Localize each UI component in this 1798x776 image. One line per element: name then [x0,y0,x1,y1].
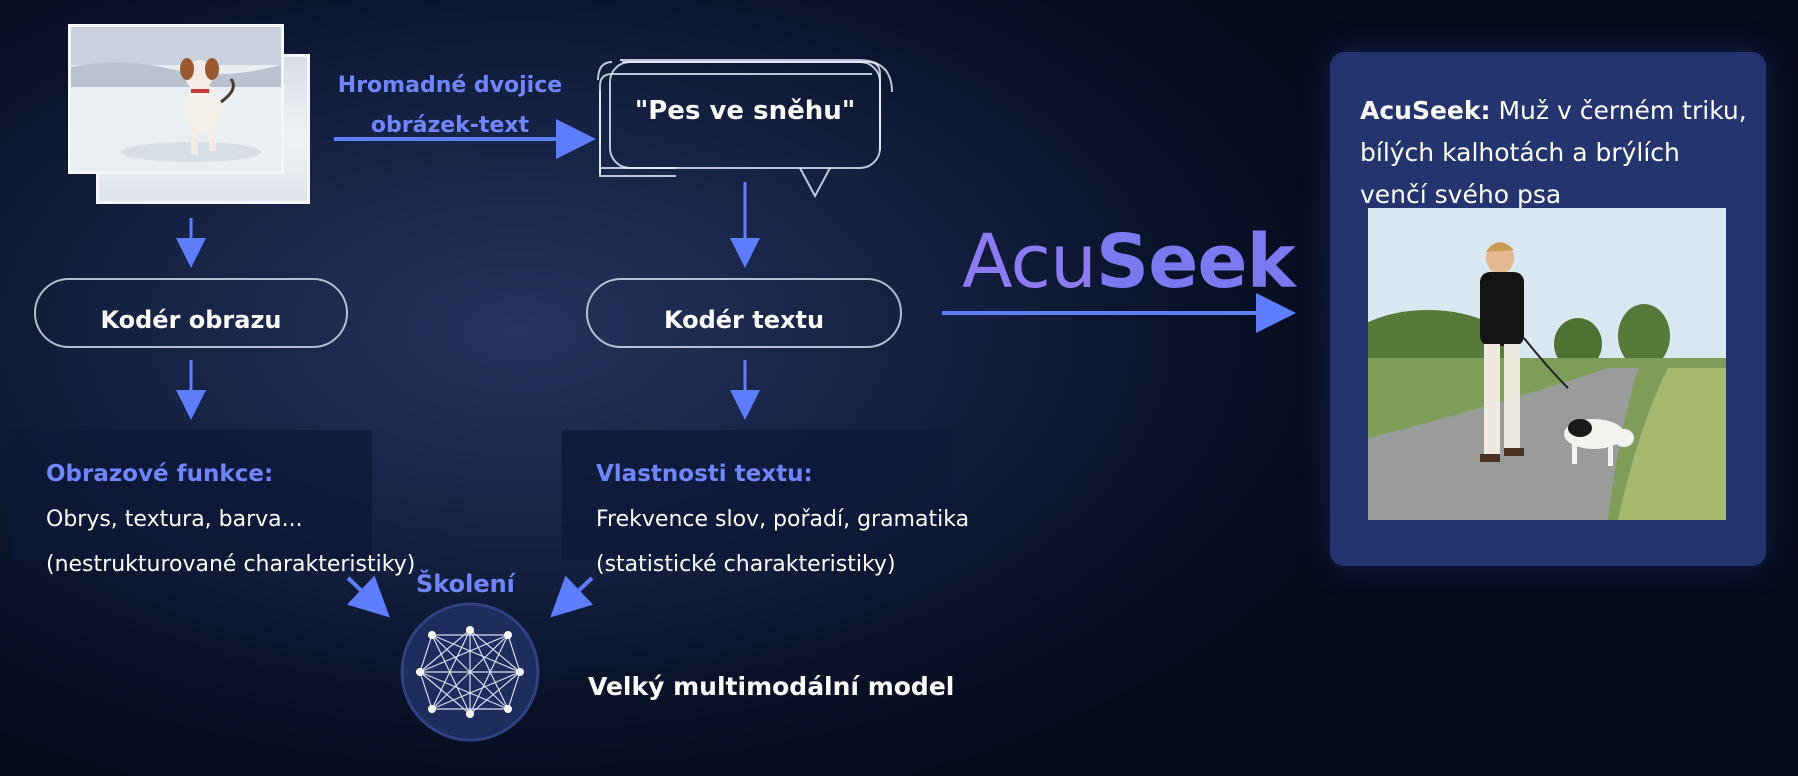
image-features-title: Obrazové funkce: [46,461,274,487]
arrow-image-features-to-model [346,575,390,618]
dog-photo-stack [68,24,314,204]
text-encoder-node: Kodér textu [586,278,902,348]
image-encoder-node: Kodér obrazu [34,278,348,348]
text-features-box: Vlastnosti textu: Frekvence slov, pořadí… [562,430,970,577]
pairs-label: Hromadné dvojice obrázek-text [337,73,563,138]
logo-part-acu: Acu [962,219,1097,305]
network-icon [400,602,540,742]
result-text: Muž v černém triku, bílých kalhotách a b… [1360,96,1747,209]
man-walking-dog-photo [1368,208,1726,520]
result-caption: AcuSeek: Muž v černém triku, bílých kalh… [1360,90,1750,216]
arrow-text-features-to-model [550,575,594,618]
text-features-line1: Frekvence slov, pořadí, gramatika [596,507,970,532]
dog-photo-front [68,24,284,174]
walk-illustration [1368,208,1726,520]
speech-bubble [597,59,893,199]
text-features-line2: (statistické charakteristiky) [596,552,896,577]
image-features-box: Obrazové funkce: Obrys, textura, barva..… [12,430,415,577]
dog-illustration [71,27,281,171]
text-encoder-label: Kodér textu [663,306,825,334]
text-features-title: Vlastnosti textu: [596,461,813,487]
image-encoder-label: Kodér obrazu [100,306,282,334]
logo-part-seek: Seek [1095,219,1296,305]
image-features-line1: Obrys, textura, barva... [46,507,303,532]
speech-text: "Pes ve sněhu" [634,96,856,126]
image-features-line2: (nestrukturované charakteristiky) [46,552,416,577]
result-brand: AcuSeek: [1360,96,1491,125]
training-label: Školení [416,570,515,598]
acuseek-logo: AcuSeek [962,219,1296,305]
result-card: AcuSeek: Muž v černém triku, bílých kalh… [1330,52,1766,566]
model-label: Velký multimodální model [588,672,955,701]
